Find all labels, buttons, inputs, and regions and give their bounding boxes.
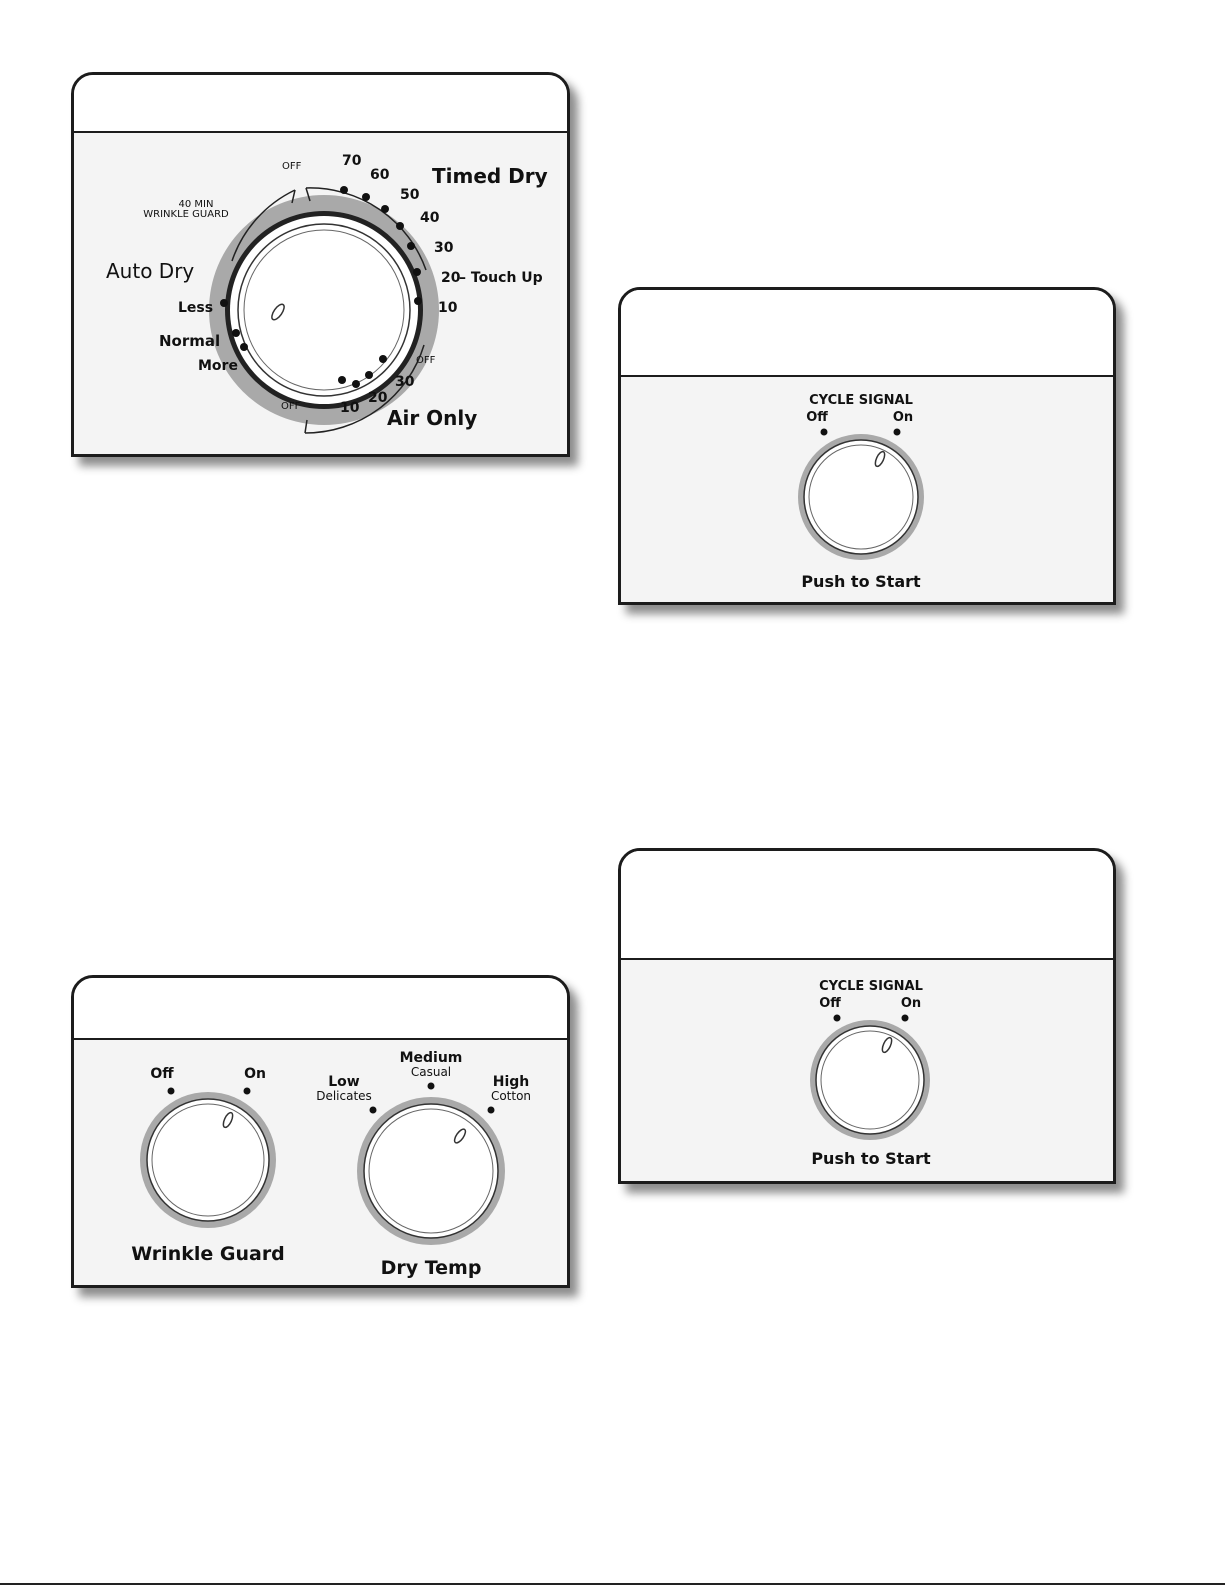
air-only-off-right: OFF bbox=[416, 355, 436, 366]
auto-dry-less: Less bbox=[178, 300, 213, 316]
cycle-signal-diagram: CYCLE SIGNAL Off On Push to Start bbox=[621, 851, 1119, 1187]
dry-temp-high: High bbox=[493, 1074, 530, 1090]
air-tick-10: 10 bbox=[340, 400, 360, 416]
wrinkle-guard-on: On bbox=[244, 1066, 266, 1082]
cycle-dial-diagram: OFF 70 60 50 40 30 20 – Touch Up 10 Time… bbox=[74, 75, 573, 460]
timed-tick-30: 30 bbox=[434, 240, 454, 256]
auto-dry-normal: Normal bbox=[159, 332, 220, 350]
options-panel: Off On Wrinkle Guard Medium Casual Low D… bbox=[71, 975, 570, 1288]
dry-temp-cotton: Cotton bbox=[491, 1089, 531, 1103]
cycle-signal-on: On bbox=[893, 410, 913, 425]
push-to-start-label: Push to Start bbox=[811, 1149, 931, 1168]
dry-temp-delicates: Delicates bbox=[316, 1089, 372, 1103]
timed-off-bottom: OFF bbox=[281, 401, 301, 412]
timed-tick-60: 60 bbox=[370, 167, 390, 183]
cycle-signal-off: Off bbox=[819, 996, 841, 1011]
air-tick-20: 20 bbox=[368, 390, 388, 406]
dry-temp-casual: Casual bbox=[411, 1065, 451, 1079]
air-tick-30: 30 bbox=[395, 374, 415, 390]
timed-tick-10: 10 bbox=[438, 300, 458, 316]
cycle-signal-title: CYCLE SIGNAL bbox=[819, 979, 923, 994]
dry-temp-low: Low bbox=[328, 1074, 360, 1090]
wrinkle-guard-title: Wrinkle Guard bbox=[131, 1243, 285, 1265]
air-only-title: Air Only bbox=[387, 406, 477, 430]
cycle-signal-on: On bbox=[901, 996, 921, 1011]
cycle-signal-diagram: CYCLE SIGNAL Off On Push to Start bbox=[621, 290, 1119, 608]
cycle-signal-panel-1: CYCLE SIGNAL Off On Push to Start bbox=[618, 287, 1116, 605]
timed-dry-title: Timed Dry bbox=[432, 164, 548, 188]
auto-dry-more: More bbox=[198, 358, 238, 374]
timed-off-label: OFF bbox=[282, 161, 302, 172]
cycle-control-panel: OFF 70 60 50 40 30 20 – Touch Up 10 Time… bbox=[71, 72, 570, 457]
touch-up-label: – Touch Up bbox=[459, 270, 543, 286]
wrinkle-guard-off: Off bbox=[150, 1066, 174, 1082]
auto-dry-title: Auto Dry bbox=[106, 259, 194, 283]
cycle-signal-title: CYCLE SIGNAL bbox=[809, 393, 913, 408]
dry-temp-medium: Medium bbox=[400, 1050, 463, 1066]
timed-tick-20: 20 bbox=[441, 270, 461, 286]
wrinkle-guard-note-line2: WRINKLE GUARD bbox=[143, 209, 229, 220]
options-diagram: Off On Wrinkle Guard Medium Casual Low D… bbox=[74, 978, 573, 1291]
cycle-signal-panel-2: CYCLE SIGNAL Off On Push to Start bbox=[618, 848, 1116, 1184]
dry-temp-title: Dry Temp bbox=[381, 1257, 482, 1279]
push-to-start-label: Push to Start bbox=[801, 572, 921, 591]
timed-tick-50: 50 bbox=[400, 187, 420, 203]
timed-tick-40: 40 bbox=[420, 210, 440, 226]
timed-tick-70: 70 bbox=[342, 153, 362, 169]
cycle-signal-off: Off bbox=[806, 410, 828, 425]
